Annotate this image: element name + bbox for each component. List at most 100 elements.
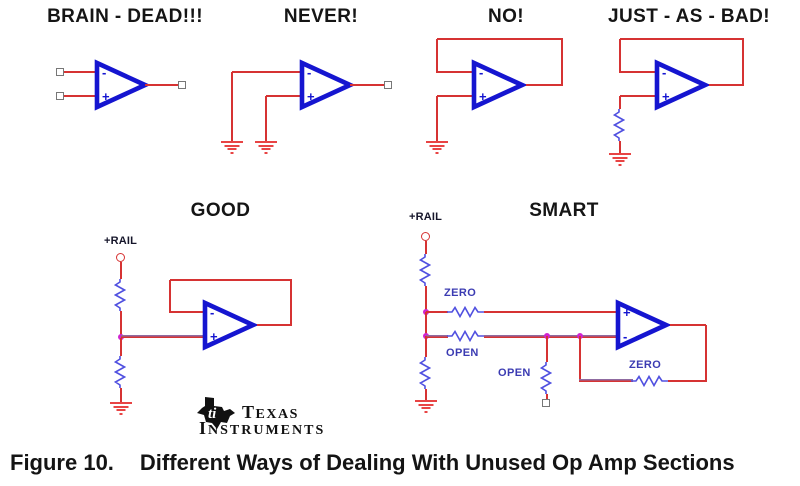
resistor-icon: [613, 109, 625, 141]
figure-caption: Figure 10. Different Ways of Dealing Wit…: [10, 450, 735, 476]
wire: [619, 96, 621, 109]
panel-title-smart: SMART: [529, 200, 599, 221]
wire: [484, 335, 620, 338]
wire: [425, 286, 427, 312]
wire: [425, 389, 427, 400]
ti-glyph-letters: ti: [208, 406, 217, 422]
terminal-square: [384, 81, 392, 89]
opamp-icon: - +: [654, 59, 709, 111]
wire: [426, 311, 448, 313]
terminal-square: [56, 92, 64, 100]
wire: [232, 71, 304, 73]
opamp-plus-label: +: [307, 89, 315, 104]
opamp-minus-label: -: [479, 65, 483, 80]
wire: [120, 311, 122, 337]
ground-icon: [255, 141, 277, 155]
panel-title-good: GOOD: [190, 200, 251, 221]
resistor-label-open: OPEN: [498, 367, 531, 379]
wire: [546, 336, 548, 362]
rail-label: +RAIL: [104, 235, 138, 247]
resistor-icon: [447, 306, 485, 318]
ti-texas-state-icon: ti: [197, 397, 235, 429]
rail-label: +RAIL: [409, 211, 443, 223]
wire: [170, 311, 208, 313]
wire: [619, 141, 621, 153]
resistor-icon: [447, 330, 485, 342]
wire: [265, 96, 267, 141]
wire: [579, 336, 581, 382]
resistor-label-open: OPEN: [446, 347, 479, 359]
panel-title-just-as-bad: JUST - AS - BAD!: [608, 6, 770, 27]
wire: [561, 39, 563, 86]
wire: [546, 394, 548, 399]
opamp-icon: - +: [471, 59, 526, 111]
ground-icon: [609, 153, 631, 167]
wire: [620, 38, 744, 40]
resistor-label-zero: ZERO: [444, 287, 477, 299]
wire: [120, 388, 122, 402]
wire: [425, 312, 427, 336]
opamp-icon: - +: [299, 59, 354, 111]
wire: [620, 71, 660, 73]
wire: [350, 84, 386, 86]
wire: [437, 38, 563, 40]
logo-texas-text: TEXAS: [242, 402, 299, 422]
ground-icon: [221, 141, 243, 155]
resistor-label-zero: ZERO: [629, 359, 662, 371]
wire: [170, 279, 292, 281]
wire: [426, 335, 448, 338]
resistor-icon: [419, 357, 431, 389]
wire: [231, 72, 233, 141]
wire: [169, 280, 171, 313]
wire: [579, 379, 633, 382]
resistor-icon: [419, 254, 431, 286]
wire: [266, 95, 304, 97]
opamp-plus-label: +: [479, 89, 487, 104]
wire: [619, 39, 621, 73]
ground-icon: [426, 141, 448, 155]
wire: [145, 84, 179, 86]
resistor-icon: [114, 356, 126, 388]
figure-caption-number: Figure 10.: [10, 450, 114, 475]
wire: [64, 71, 97, 73]
opamp-minus-label: -: [307, 65, 311, 80]
wire: [436, 39, 438, 73]
resistor-icon: [540, 362, 552, 394]
rail-terminal-circle: [421, 232, 430, 241]
opamp-plus-label: +: [623, 305, 631, 320]
panel-title-brain-dead: BRAIN - DEAD!!!: [47, 6, 203, 27]
resistor-icon: [631, 375, 669, 387]
panel-title-never: NEVER!: [283, 6, 359, 27]
opamp-plus-label: +: [662, 89, 670, 104]
terminal-square: [542, 399, 550, 407]
wire: [668, 380, 707, 382]
opamp-plus-label: +: [210, 329, 218, 344]
ground-icon: [110, 402, 132, 416]
wire: [252, 324, 292, 326]
opamp-minus-label: -: [662, 65, 666, 80]
resistor-icon: [114, 279, 126, 311]
wire: [705, 325, 707, 382]
opamp-minus-label: -: [210, 305, 214, 320]
wire: [484, 311, 620, 313]
terminal-square: [178, 81, 186, 89]
wire: [425, 241, 427, 254]
wire: [742, 39, 744, 86]
wire: [437, 71, 477, 73]
ground-icon: [415, 400, 437, 414]
logo-instruments-text: INSTRUMENTS: [199, 418, 326, 438]
opamp-minus-label: -: [623, 329, 627, 344]
opamp-plus-label: +: [102, 89, 110, 104]
wire: [523, 84, 563, 86]
wire: [120, 262, 122, 279]
figure-caption-title: Different Ways of Dealing With Unused Op…: [139, 450, 735, 475]
wire: [121, 335, 207, 338]
wire: [290, 280, 292, 326]
panel-title-no: NO!: [487, 6, 525, 27]
wire: [64, 95, 97, 97]
rail-terminal-circle: [116, 253, 125, 262]
terminal-square: [56, 68, 64, 76]
wire: [436, 96, 438, 141]
opamp-icon: + -: [615, 299, 670, 351]
